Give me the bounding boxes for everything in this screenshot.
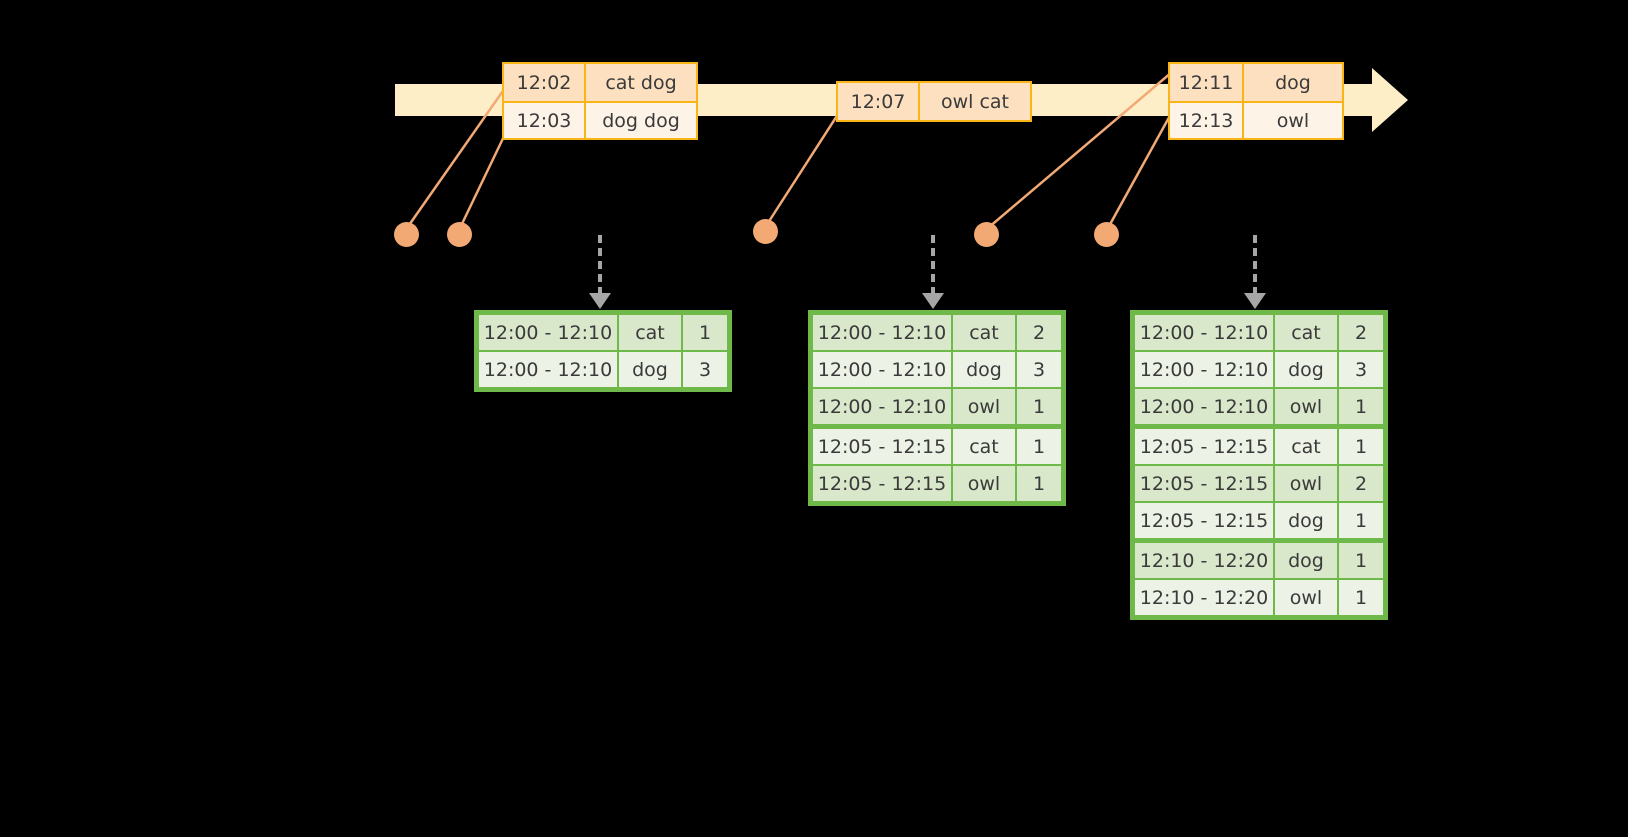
table-row: 12:00 - 12:10 dog 3	[478, 351, 728, 388]
word-cell: owl	[1275, 580, 1337, 615]
word-cell: owl	[953, 389, 1015, 424]
event-words: owl cat	[920, 83, 1030, 120]
emit-arrow-2	[922, 235, 944, 309]
window-cell: 12:00 - 12:10	[1135, 389, 1273, 424]
word-cell: dog	[953, 352, 1015, 387]
event-time: 12:07	[838, 83, 920, 120]
event-dot-4	[974, 222, 999, 247]
table-row: 12:10 - 12:20 owl 1	[1134, 579, 1384, 616]
event-dot-3	[753, 219, 778, 244]
event-dot-5	[1094, 222, 1119, 247]
window-cell: 12:00 - 12:10	[1135, 315, 1273, 350]
table-row: 12:05 - 12:15 cat 1	[1134, 428, 1384, 465]
event-words: dog	[1244, 64, 1342, 101]
event-words: owl	[1244, 103, 1342, 138]
table-row: 12:00 - 12:10 dog 3	[1134, 351, 1384, 388]
timeline-arrowhead-icon	[1372, 68, 1408, 132]
word-cell: cat	[953, 429, 1015, 464]
emit-arrow-3	[1244, 235, 1266, 309]
table-row: 12:05 - 12:15 cat 1	[812, 428, 1062, 465]
timeline-event-row: 12:07 owl cat	[838, 83, 1030, 120]
count-cell: 1	[1017, 429, 1061, 464]
word-cell: owl	[953, 466, 1015, 501]
count-cell: 1	[1339, 543, 1383, 578]
window-cell: 12:10 - 12:20	[1135, 543, 1273, 578]
count-cell: 3	[683, 352, 727, 387]
window-cell: 12:00 - 12:10	[479, 352, 617, 387]
count-cell: 1	[1339, 503, 1383, 538]
timeline-event-box-2: 12:07 owl cat	[836, 81, 1032, 122]
table-row: 12:00 - 12:10 cat 1	[478, 314, 728, 351]
result-table-2: 12:00 - 12:10 cat 2 12:00 - 12:10 dog 3 …	[808, 310, 1066, 506]
window-cell: 12:05 - 12:15	[813, 429, 951, 464]
table-row: 12:00 - 12:10 dog 3	[812, 351, 1062, 388]
event-time: 12:02	[504, 64, 586, 101]
word-cell: dog	[1275, 352, 1337, 387]
table-row: 12:10 - 12:20 dog 1	[1134, 542, 1384, 579]
window-cell: 12:00 - 12:10	[1135, 352, 1273, 387]
word-cell: dog	[619, 352, 681, 387]
table-row: 12:00 - 12:10 cat 2	[1134, 314, 1384, 351]
word-cell: cat	[1275, 429, 1337, 464]
event-words: cat dog	[586, 64, 696, 101]
count-cell: 1	[1339, 389, 1383, 424]
timeline-event-box-1: 12:02 cat dog 12:03 dog dog	[502, 62, 698, 140]
word-cell: dog	[1275, 503, 1337, 538]
window-cell: 12:10 - 12:20	[1135, 580, 1273, 615]
table-row: 12:05 - 12:15 owl 2	[1134, 465, 1384, 502]
result-table-3: 12:00 - 12:10 cat 2 12:00 - 12:10 dog 3 …	[1130, 310, 1388, 620]
table-row: 12:05 - 12:15 dog 1	[1134, 502, 1384, 539]
count-cell: 1	[1339, 580, 1383, 615]
event-words: dog dog	[586, 103, 696, 138]
count-cell: 1	[1339, 429, 1383, 464]
arrow-head-icon	[922, 293, 944, 309]
emit-arrow-1	[589, 235, 611, 309]
count-cell: 2	[1017, 315, 1061, 350]
timeline-event-row: 12:11 dog	[1170, 64, 1342, 101]
table-row: 12:05 - 12:15 owl 1	[812, 465, 1062, 502]
window-cell: 12:05 - 12:15	[1135, 503, 1273, 538]
window-cell: 12:05 - 12:15	[1135, 466, 1273, 501]
count-cell: 2	[1339, 315, 1383, 350]
event-time: 12:11	[1170, 64, 1244, 101]
event-time: 12:13	[1170, 103, 1244, 138]
event-dot-1	[394, 222, 419, 247]
count-cell: 3	[1017, 352, 1061, 387]
count-cell: 1	[1017, 389, 1061, 424]
arrow-head-icon	[589, 293, 611, 309]
window-cell: 12:00 - 12:10	[813, 389, 951, 424]
timeline-event-box-3: 12:11 dog 12:13 owl	[1168, 62, 1344, 140]
word-cell: owl	[1275, 389, 1337, 424]
word-cell: cat	[1275, 315, 1337, 350]
count-cell: 3	[1339, 352, 1383, 387]
timeline-event-row: 12:03 dog dog	[504, 101, 696, 138]
count-cell: 1	[1017, 466, 1061, 501]
event-dot-2	[447, 222, 472, 247]
word-cell: cat	[953, 315, 1015, 350]
window-cell: 12:00 - 12:10	[813, 315, 951, 350]
word-cell: owl	[1275, 466, 1337, 501]
window-cell: 12:00 - 12:10	[479, 315, 617, 350]
result-table-1: 12:00 - 12:10 cat 1 12:00 - 12:10 dog 3	[474, 310, 732, 392]
window-cell: 12:00 - 12:10	[813, 352, 951, 387]
table-row: 12:00 - 12:10 cat 2	[812, 314, 1062, 351]
timeline-event-row: 12:13 owl	[1170, 101, 1342, 138]
table-row: 12:00 - 12:10 owl 1	[1134, 388, 1384, 425]
timeline-event-row: 12:02 cat dog	[504, 64, 696, 101]
event-time: 12:03	[504, 103, 586, 138]
window-cell: 12:05 - 12:15	[1135, 429, 1273, 464]
arrow-head-icon	[1244, 293, 1266, 309]
word-cell: dog	[1275, 543, 1337, 578]
count-cell: 1	[683, 315, 727, 350]
word-cell: cat	[619, 315, 681, 350]
count-cell: 2	[1339, 466, 1383, 501]
table-row: 12:00 - 12:10 owl 1	[812, 388, 1062, 425]
window-cell: 12:05 - 12:15	[813, 466, 951, 501]
